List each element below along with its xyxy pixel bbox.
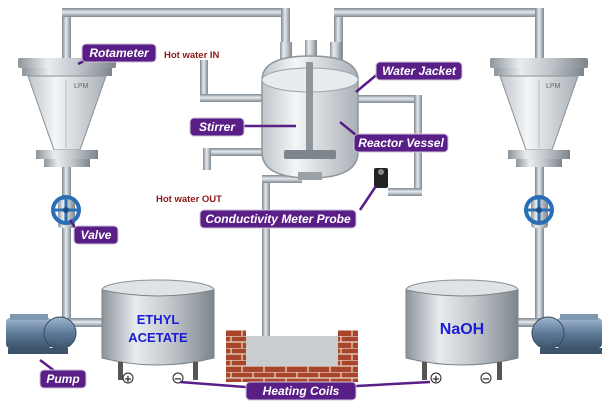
svg-text:Reactor Vessel: Reactor Vessel xyxy=(358,136,444,150)
terminal-left-plus: + xyxy=(124,374,132,385)
rotameter-right-unit: LPM xyxy=(546,83,561,90)
pump-right xyxy=(531,314,602,354)
heating-bath xyxy=(226,330,358,382)
terminal-right-minus: − xyxy=(482,374,490,385)
reactor-vessel xyxy=(261,40,359,180)
label-valve: Valve xyxy=(73,225,119,245)
svg-text:Valve: Valve xyxy=(81,228,112,242)
valve-left xyxy=(51,195,81,228)
label-pump: Pump xyxy=(39,369,87,389)
terminals: + − + − xyxy=(122,372,492,385)
label-hot-water-in: Hot water IN xyxy=(164,50,220,61)
svg-text:Heating Coils: Heating Coils xyxy=(263,384,340,398)
pump-left xyxy=(6,314,77,354)
label-water-jacket: Water Jacket xyxy=(375,61,463,81)
rotameter-right: LPM xyxy=(490,58,588,167)
svg-text:Stirrer: Stirrer xyxy=(199,120,236,134)
tank-naoh: NaOH xyxy=(405,279,519,380)
tank-left-label-line1: ETHYL xyxy=(137,312,180,327)
tank-right-label: NaOH xyxy=(440,321,484,338)
tank-ethyl-acetate: ETHYL ACETATE xyxy=(101,279,215,380)
svg-text:Conductivity Meter Probe: Conductivity Meter Probe xyxy=(205,212,351,226)
label-stirrer: Stirrer xyxy=(189,117,245,137)
svg-text:Pump: Pump xyxy=(46,372,79,386)
svg-text:Rotameter: Rotameter xyxy=(89,46,150,60)
label-heating-coils: Heating Coils xyxy=(245,381,357,401)
label-reactor-vessel: Reactor Vessel xyxy=(353,133,449,153)
svg-text:Water Jacket: Water Jacket xyxy=(382,64,457,78)
valve-right xyxy=(524,195,554,228)
rotameter-left: LPM xyxy=(18,58,116,167)
label-conductivity-probe: Conductivity Meter Probe xyxy=(199,209,357,229)
label-hot-water-out: Hot water OUT xyxy=(156,194,222,205)
label-rotameter: Rotameter xyxy=(81,43,157,63)
rotameter-left-unit: LPM xyxy=(74,83,89,90)
terminal-left-minus: − xyxy=(174,374,182,385)
terminal-right-plus: + xyxy=(432,374,440,385)
tank-left-label-line2: ACETATE xyxy=(128,330,188,345)
conductivity-probe xyxy=(374,168,388,188)
